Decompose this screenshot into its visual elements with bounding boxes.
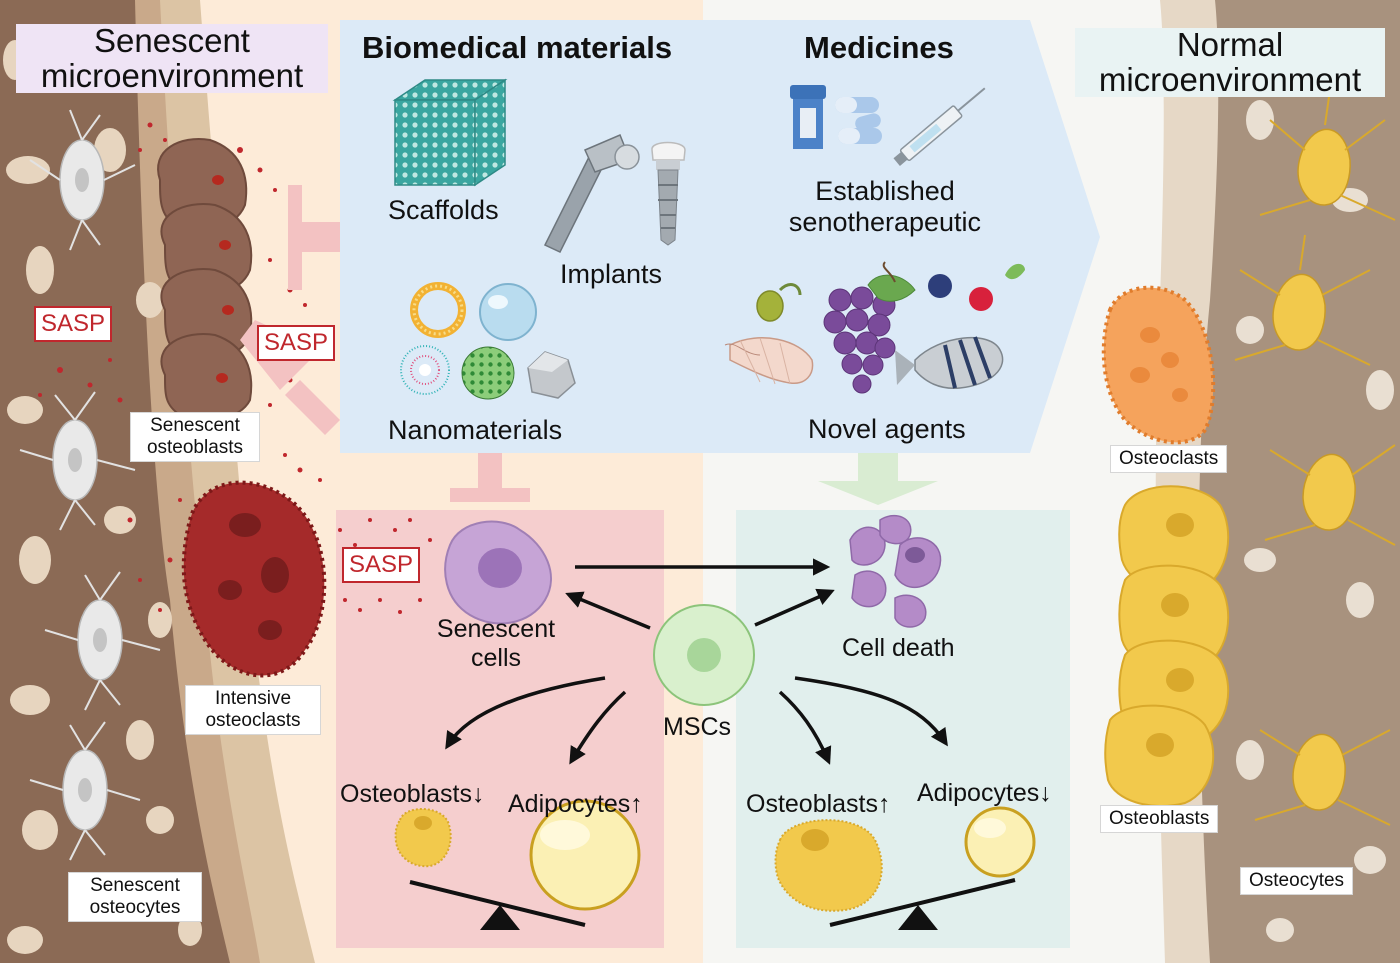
normal-microenvironment-title: Normal microenvironment — [1075, 27, 1385, 98]
normal-bone — [1155, 0, 1400, 963]
box-osteoblast-small — [394, 808, 452, 868]
balance-right — [829, 878, 1016, 930]
senescent-microenvironment-title: Senescent microenvironment — [16, 23, 328, 94]
osteoblasts-increase-label: Osteoblasts↑ — [746, 790, 891, 818]
osteocytes-label: Osteocytes — [1240, 867, 1354, 895]
center-treatment-panel — [340, 20, 1100, 453]
intensive-osteoclast-art — [181, 480, 327, 678]
implants-label: Implants — [560, 259, 663, 289]
pathway-arrows — [445, 558, 948, 765]
senescent-cells-label: Senescent cells — [436, 615, 556, 672]
established-senotherapeutic-label: Established senotherapeutic — [788, 176, 982, 238]
nanomaterials-label: Nanomaterials — [388, 415, 563, 445]
promote-arrow — [818, 453, 938, 505]
novel-agents-label: Novel agents — [808, 414, 966, 444]
scaffolds-label: Scaffolds — [388, 195, 499, 225]
implant-art — [543, 134, 686, 253]
cell-death-label: Cell death — [842, 634, 955, 662]
senescent-osteoblasts-art — [157, 138, 253, 421]
sasp-badge-box: SASP — [342, 547, 421, 583]
osteoblasts-decrease-label: Osteoblasts↓ — [340, 780, 485, 808]
senescent-osteoblasts-label: Senescent osteoblasts — [130, 412, 260, 462]
mscs-label: MSCs — [663, 713, 732, 741]
novel-agents-art — [724, 261, 1025, 394]
osteoblasts-label: Osteoblasts — [1100, 805, 1219, 833]
medicines-title: Medicines — [804, 30, 954, 65]
box-adipocyte-small — [964, 806, 1036, 878]
balance-left — [409, 880, 586, 930]
sasp-badge-middle: SASP — [257, 325, 336, 361]
scaffold-art — [392, 78, 508, 187]
adipocytes-decrease-label: Adipocytes↓ — [917, 779, 1052, 807]
medicines-art — [790, 85, 986, 166]
normal-osteoclast-art — [1101, 285, 1216, 445]
normal-osteocytes-art — [1272, 128, 1356, 811]
osteoclasts-label: Osteoclasts — [1110, 445, 1228, 473]
sasp-particles-box — [338, 518, 432, 614]
sasp-badge-left: SASP — [34, 306, 113, 342]
intensive-osteoclasts-label: Intensive osteoclasts — [185, 685, 321, 735]
nanomaterials-art — [400, 282, 576, 400]
adipocytes-increase-label: Adipocytes↑ — [508, 790, 643, 818]
biomedical-materials-title: Biomedical materials — [362, 30, 673, 65]
normal-osteoblasts-art — [1104, 485, 1230, 807]
senescent-osteocytes-label: Senescent osteocytes — [68, 872, 202, 922]
box-osteoblast-large — [774, 819, 883, 912]
